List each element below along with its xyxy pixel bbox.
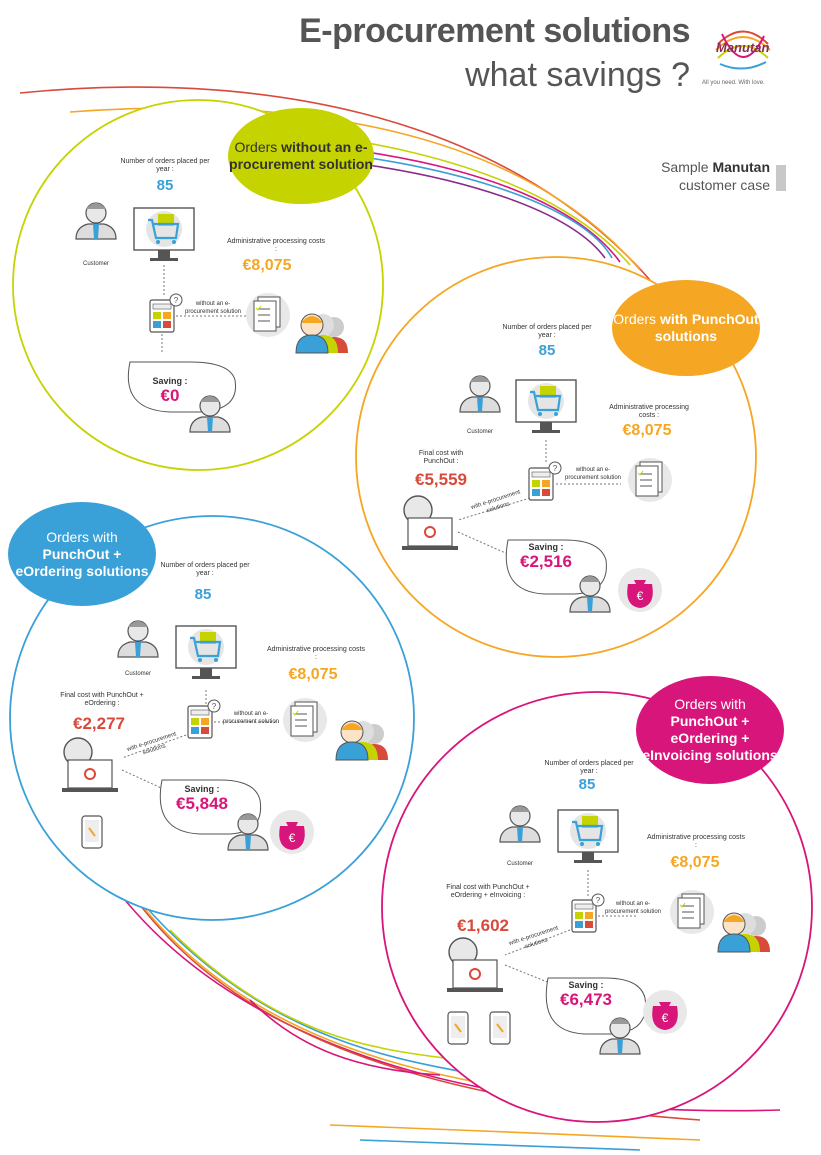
sample-note: Sample Manutan customer case (600, 158, 770, 194)
scenario3-final-label: Final cost with PunchOut + eOrdering : (60, 692, 144, 707)
scenario4-admin-value: €8,075 (670, 854, 720, 871)
page-title: E-procurement solutions (299, 12, 690, 50)
scenario2-admin-label: Administrative processing costs : (609, 404, 689, 419)
scenario4-icons (445, 805, 771, 1055)
scenario3-without-label: without an e-procurement solution (222, 711, 280, 725)
scenario3-saving-label: Saving : (184, 784, 220, 794)
scenario3-orders-label: Number of orders placed per year : (160, 562, 250, 577)
grey-bar (776, 165, 786, 191)
scenario2-heading: Orders with PunchOut solutions (612, 280, 760, 376)
scenario4-heading-pre: Orders with (674, 696, 746, 712)
scenario4-orders-value: 85 (578, 776, 596, 793)
scenario1-heading: Orders without an e-procurement solution (228, 108, 374, 204)
scenario1-icons (75, 202, 349, 433)
scenario2-final-label: Final cost with PunchOut : (418, 450, 464, 465)
scenario1-saving-value: €0 (160, 386, 180, 405)
sample-prefix: Sample (661, 159, 713, 175)
sample-brand: Manutan (712, 159, 770, 175)
scenario3-icons (60, 620, 389, 854)
sample-suffix: customer case (678, 177, 770, 193)
scenario2-final-value: €5,559 (415, 470, 467, 489)
scenario1-customer-label: Customer (82, 261, 109, 267)
scenario2-heading-pre: Orders (613, 311, 660, 327)
scenario3-final-value: €2,277 (73, 714, 125, 733)
scenario3-admin-label: Administrative processing costs : (266, 646, 366, 661)
scenario1-admin-label: Administrative processing costs : (226, 238, 326, 253)
scenario2-saving-value: €2,516 (520, 552, 572, 571)
scenario3-heading-pre: Orders with (46, 528, 118, 545)
scenario2-heading-bold: with PunchOut solutions (654, 311, 759, 344)
manutan-logo: Manutan (708, 14, 778, 84)
scenario4-without-label: without an e-procurement solution (604, 901, 662, 915)
page-subtitle: what savings ? (465, 56, 690, 94)
scenario1-orders-value: 85 (156, 177, 174, 194)
scenario3-heading-bold: PunchOut + eOrdering solutions (15, 545, 149, 579)
logo-tagline: All you need. With love. (702, 80, 765, 86)
scenario4-saving-label: Saving : (568, 980, 604, 990)
scenario2-saving-label: Saving : (528, 542, 564, 552)
scenario3-customer-label: Customer (124, 671, 151, 677)
scenario2-admin-value: €8,075 (622, 422, 672, 439)
scenario1-without-label: without an e-procurement solution (184, 301, 242, 315)
scenario2-without-label: without an e-procurement solution (564, 467, 622, 481)
scenario4-admin-label: Administrative processing costs : (646, 834, 746, 849)
scenario3-admin-value: €8,075 (288, 666, 338, 683)
scenario4-final-label: Final cost with PunchOut + eOrdering + e… (446, 884, 530, 899)
scenario3-orders-value: 85 (194, 586, 212, 603)
logo-wordmark: Manutan (716, 40, 770, 55)
scenario4-final-value: €1,602 (457, 916, 509, 935)
scenario4-saving-value: €6,473 (560, 990, 612, 1009)
scenario1-admin-value: €8,075 (242, 257, 292, 274)
scenario1-orders-label: Number of orders placed per year : (120, 158, 210, 173)
scenario4-heading-bold: PunchOut + eOrdering + eInvoicing soluti… (642, 713, 778, 763)
scenario2-customer-label: Customer (466, 429, 493, 435)
scenario2-orders-value: 85 (538, 342, 556, 359)
scenario1-heading-bold: without an e-procurement solution (229, 139, 373, 172)
scenario2-icons (400, 375, 673, 613)
scenario1-saving-label: Saving : (152, 376, 188, 386)
scenario2-orders-label: Number of orders placed per year : (502, 324, 592, 339)
scenario1-heading-pre: Orders (234, 139, 282, 155)
scenario4-orders-label: Number of orders placed per year : (544, 760, 634, 775)
scenario4-customer-label: Customer (506, 861, 533, 867)
scenario3-saving-value: €5,848 (176, 794, 228, 813)
